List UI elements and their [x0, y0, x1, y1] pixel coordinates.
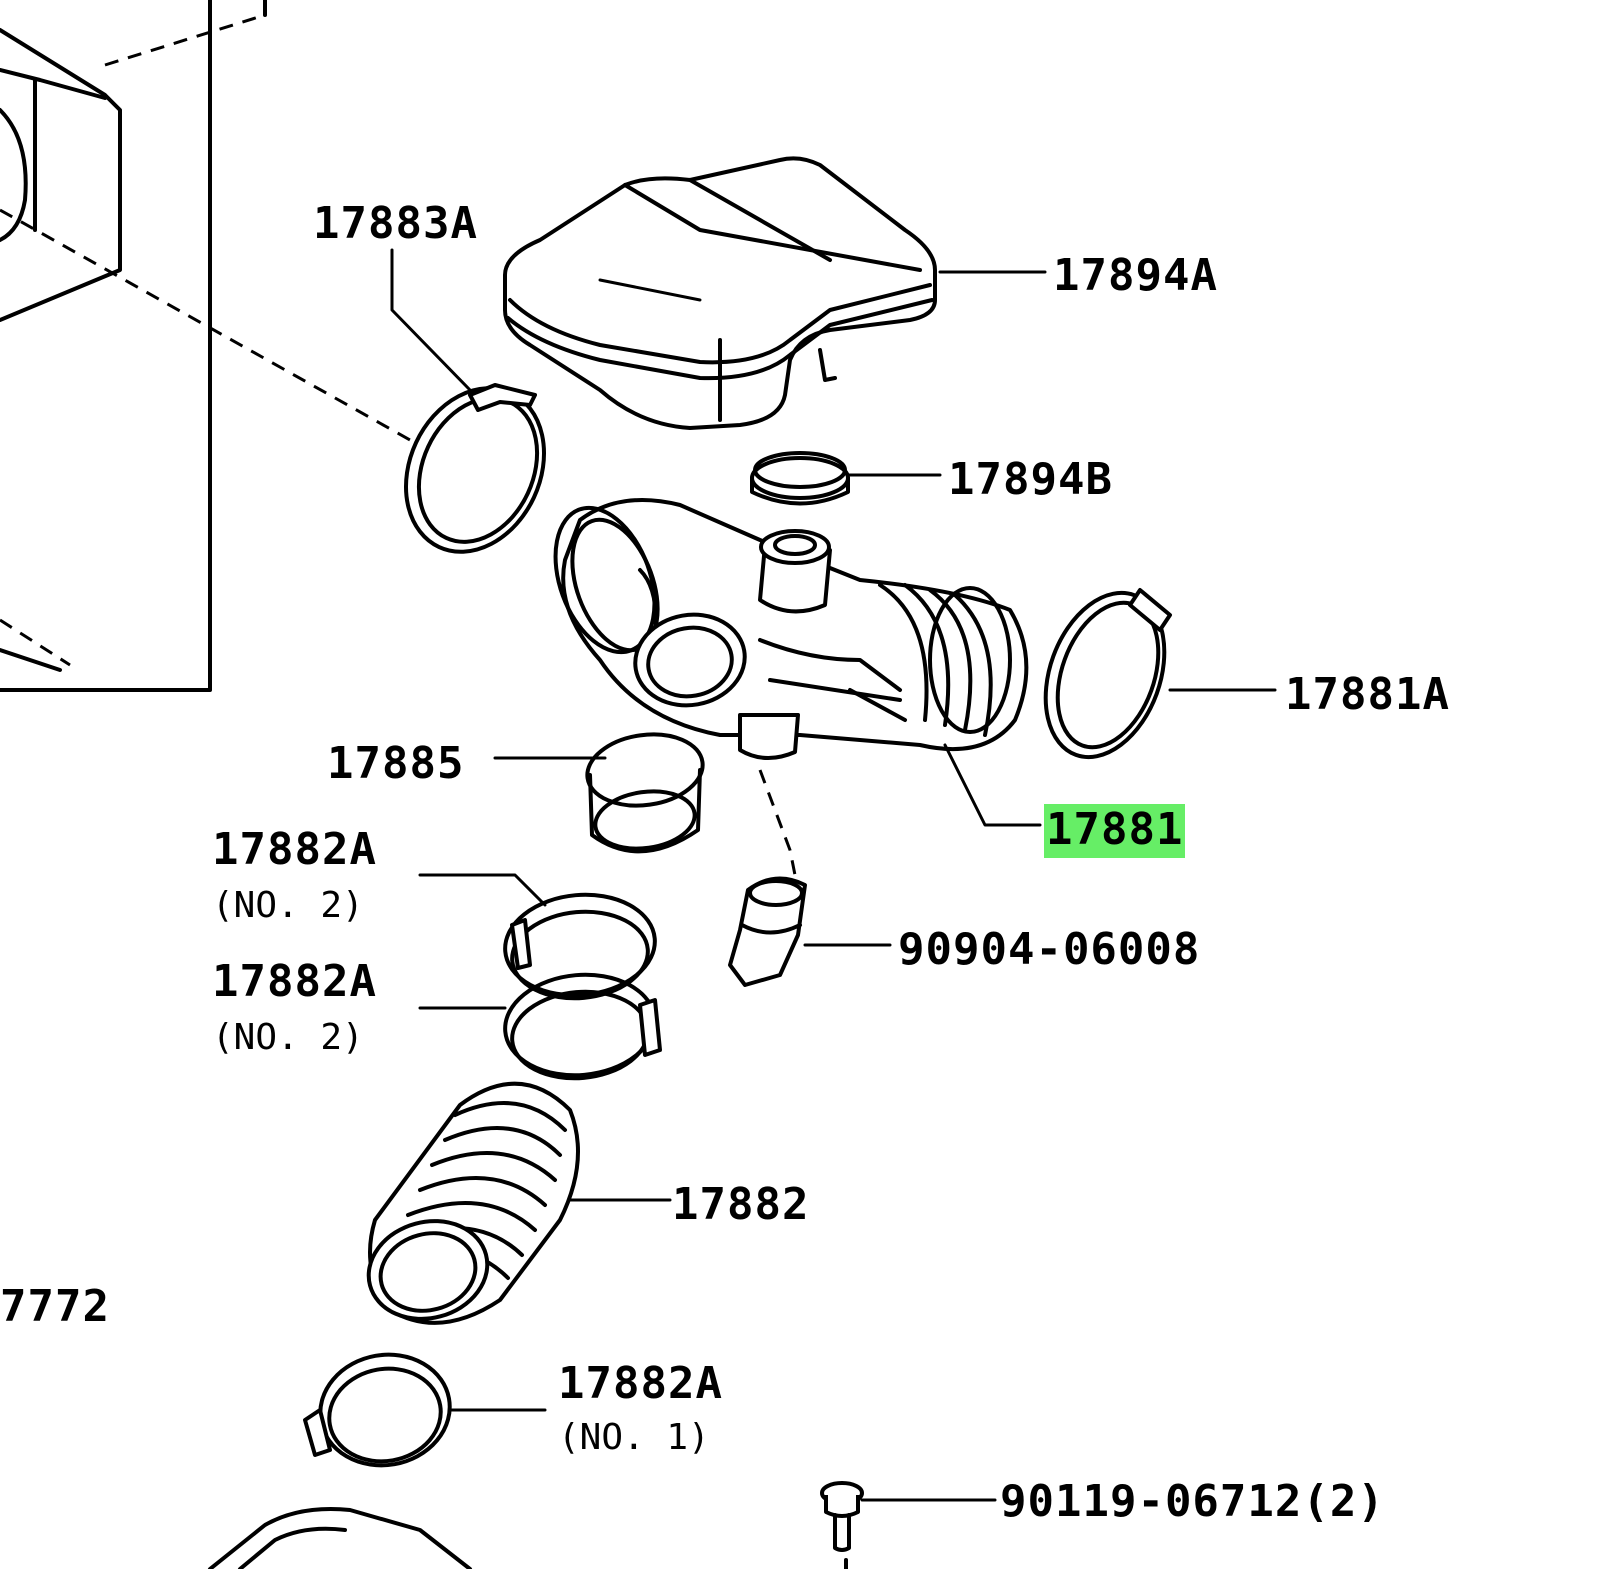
callout-17882A-no2-upper-sub: (NO. 2) — [212, 885, 364, 926]
callout-17894B[interactable]: 17894B — [948, 454, 1113, 505]
clamps-17882A-no2 — [503, 892, 662, 1081]
ring-17894B — [750, 451, 850, 506]
sleeve-17885 — [585, 732, 705, 854]
callout-17881A[interactable]: 17881A — [1285, 669, 1450, 720]
callout-17882A-no2-upper[interactable]: 17882A — [212, 824, 377, 875]
callout-90904-06008[interactable]: 90904-06008 — [898, 924, 1201, 975]
bolt-90119-06712 — [820, 1481, 864, 1569]
clamp-17883A — [404, 383, 546, 554]
callout-partial-7772[interactable]: 7772 — [0, 1281, 110, 1332]
callout-17882A-no1[interactable]: 17882A — [558, 1358, 723, 1409]
callout-17881-highlighted[interactable]: 17881 — [1044, 804, 1186, 858]
leader-lines — [390, 248, 1277, 1502]
callout-17882[interactable]: 17882 — [672, 1179, 810, 1230]
callout-17882A-no1-sub: (NO. 1) — [558, 1417, 710, 1458]
air-cleaner-case — [0, 0, 411, 692]
sensor-90904-06008 — [728, 876, 807, 987]
callout-17882A-no2-lower-sub: (NO. 2) — [212, 1017, 364, 1058]
callout-90119-06712[interactable]: 90119-06712(2) — [1000, 1476, 1385, 1527]
callout-17883A[interactable]: 17883A — [313, 198, 478, 249]
callout-17894A[interactable]: 17894A — [1053, 250, 1218, 301]
resonator-17894A — [503, 156, 937, 430]
clamp-17881A — [1043, 588, 1172, 760]
bellows-hose-17882 — [366, 1081, 580, 1325]
callout-17882A-no2-lower[interactable]: 17882A — [212, 956, 377, 1007]
clamp-17882A-no1 — [303, 1352, 452, 1468]
intake-hose-17881 — [553, 498, 1029, 760]
callout-17885[interactable]: 17885 — [327, 738, 465, 789]
